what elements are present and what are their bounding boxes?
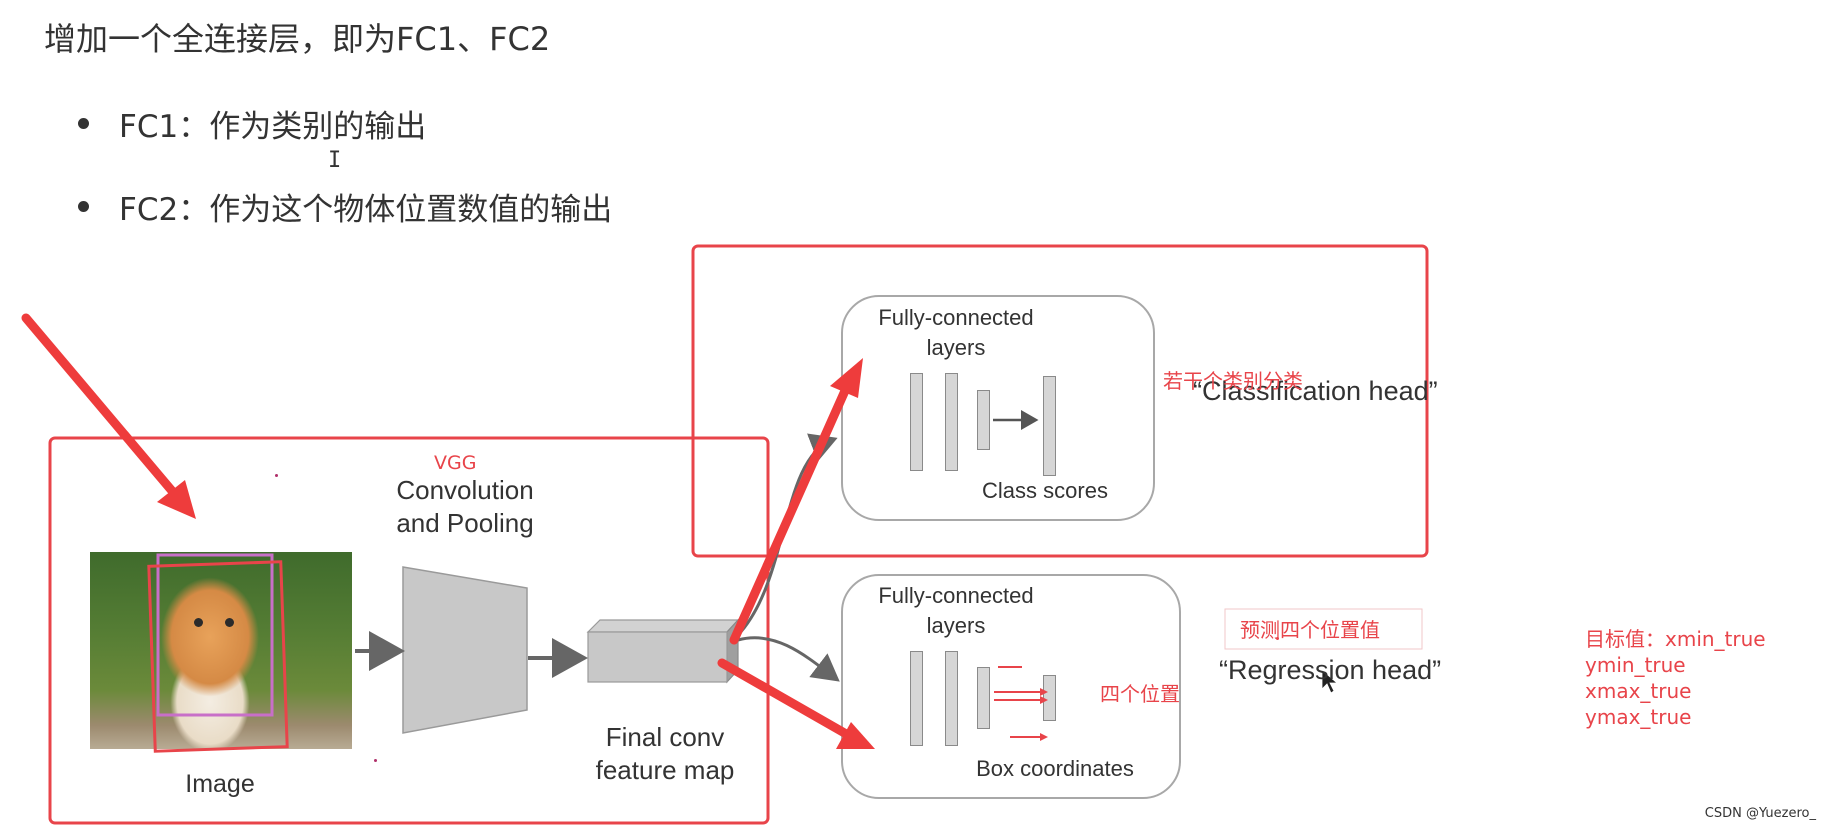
target-title: 目标值：xmin_true bbox=[1585, 627, 1766, 651]
feature-map-front bbox=[587, 631, 728, 683]
classification-head-label: “Classification head” bbox=[1193, 376, 1438, 406]
final-conv-line1: Final conv bbox=[605, 722, 725, 752]
reg-layer-bar bbox=[945, 651, 958, 746]
bullet-fc2-text: FC2：作为这个物体位置数值的输出 bbox=[119, 192, 613, 228]
red-arrow-to-reg bbox=[717, 658, 853, 740]
conv-label: Convolution and Pooling bbox=[370, 474, 560, 540]
image-label: Image bbox=[185, 770, 255, 798]
cat-eye bbox=[225, 618, 234, 627]
vgg-label: VGG bbox=[434, 452, 477, 474]
four-positions-note: 四个位置 bbox=[1100, 682, 1180, 706]
reg-fc-line1: Fully-connected bbox=[878, 583, 1034, 608]
stray-mark bbox=[1276, 637, 1279, 640]
red-arrow-to-reg-head bbox=[836, 722, 875, 749]
red-tick-arrow-head bbox=[1040, 688, 1048, 696]
feature-map-top bbox=[586, 619, 740, 633]
cls-fc-line2: layers bbox=[926, 335, 986, 360]
cls-layer-bar bbox=[977, 390, 990, 450]
red-tick-arrow-head bbox=[1040, 696, 1048, 704]
cls-layer-bar bbox=[910, 373, 923, 471]
cls-fc-line1: Fully-connected bbox=[878, 305, 1034, 330]
box-coordinates-label: Box coordinates bbox=[976, 756, 1134, 781]
red-arrow-to-image-head bbox=[157, 480, 196, 519]
stray-mark bbox=[275, 474, 278, 477]
vgg-highlight-box bbox=[48, 436, 770, 825]
target-xmax: xmax_true bbox=[1585, 679, 1692, 703]
final-conv-label: Final conv feature map bbox=[570, 721, 760, 787]
watermark: CSDN @Yuezero_ bbox=[1704, 806, 1816, 821]
classification-note: 若干个类别分类 bbox=[1163, 369, 1303, 393]
final-conv-line2: feature map bbox=[595, 755, 735, 785]
regression-fc-box bbox=[841, 574, 1181, 799]
regression-note: 预测四个位置值 bbox=[1240, 618, 1380, 642]
bullet-fc1-text: FC1：作为类别的输出 bbox=[119, 109, 427, 145]
reg-fc-line2: layers bbox=[926, 613, 986, 638]
red-arrow-to-cls-head bbox=[830, 358, 863, 398]
target-values: 目标值：xmin_true ymin_true xmax_true ymax_t… bbox=[1585, 626, 1766, 730]
cls-fc-label: Fully-connected layers bbox=[850, 303, 1062, 363]
reg-layer-bar bbox=[977, 667, 990, 729]
text-cursor-icon: I bbox=[328, 148, 342, 173]
cat-eye bbox=[194, 618, 203, 627]
conv-trapezoid bbox=[402, 566, 528, 734]
conv-label-line2: and Pooling bbox=[396, 508, 534, 538]
class-scores-label: Class scores bbox=[982, 478, 1108, 503]
red-arrow-to-cls bbox=[729, 379, 853, 645]
regression-head-label: “Regression head” bbox=[1219, 655, 1442, 685]
bullet-dot bbox=[78, 201, 89, 212]
bullet-fc1: FC1：作为类别的输出 bbox=[78, 101, 426, 146]
feature-to-reg-arrow bbox=[737, 636, 840, 682]
reg-note-border bbox=[1224, 608, 1423, 650]
mouse-pointer-icon bbox=[1321, 669, 1339, 694]
red-tick-arrow-head bbox=[1040, 733, 1048, 741]
reg-layer-bar bbox=[910, 651, 923, 746]
classification-fc-box bbox=[841, 295, 1155, 521]
stray-mark bbox=[374, 759, 377, 762]
cls-layer-bar bbox=[945, 373, 958, 471]
cls-layer-bar bbox=[1043, 376, 1056, 476]
classification-highlight-box bbox=[691, 244, 1429, 558]
target-ymax: ymax_true bbox=[1585, 705, 1692, 729]
conv-label-line1: Convolution bbox=[396, 475, 534, 505]
reg-fc-label: Fully-connected layers bbox=[850, 581, 1062, 641]
slide-heading: 增加一个全连接层，即为FC1、FC2 bbox=[44, 20, 551, 58]
pink-bounding-box bbox=[156, 553, 274, 717]
red-bounding-box bbox=[147, 560, 289, 753]
target-ymin: ymin_true bbox=[1585, 653, 1686, 677]
bullet-fc2: FC2：作为这个物体位置数值的输出 bbox=[78, 184, 612, 229]
bullet-dot bbox=[78, 118, 89, 129]
red-arrow-to-image bbox=[21, 313, 183, 503]
